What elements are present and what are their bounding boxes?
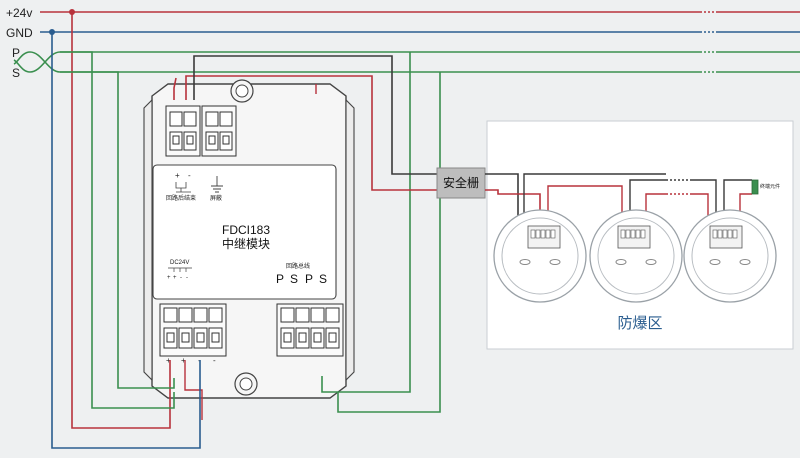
module-model: FDCI183 [222, 223, 270, 237]
terminal-block-bottom-right [276, 303, 344, 357]
dc-pol-2: + [173, 275, 177, 281]
detector-1 [493, 209, 587, 303]
loop-terminal-p2: P [305, 272, 313, 286]
detector-3 [683, 209, 777, 303]
terminal-block-top-left [165, 105, 201, 157]
bus-label-p: P [12, 46, 20, 60]
monitor-label: 回路后结束 [166, 194, 196, 202]
bus-label-s: S [12, 66, 20, 80]
top-left-polarity-minus: - [188, 171, 191, 180]
loop-label: 回路总线 [286, 262, 310, 270]
top-left-polarity-plus: + [175, 171, 180, 180]
bottom-pol-4: - [213, 356, 216, 365]
safety-barrier [436, 167, 486, 199]
dc-pol-1: + [167, 275, 171, 281]
dc-pol-4: - [186, 275, 188, 281]
module-label-panel [152, 164, 337, 300]
detector-2 [589, 209, 683, 303]
terminal-block-top-mid [201, 105, 237, 157]
bus-label-gnd: GND [6, 26, 33, 40]
bus-label-24v: +24v [6, 6, 32, 20]
dc-label: DC24V [170, 260, 189, 266]
loop-terminal-s1: S [290, 272, 298, 286]
loop-terminal-s2: S [319, 272, 327, 286]
bottom-pol-2: + [181, 356, 186, 365]
terminal-block-bottom-left [159, 303, 227, 357]
module-name: 中继模块 [222, 236, 270, 251]
dc-pol-3: - [180, 275, 182, 281]
ground-icon [211, 176, 223, 193]
resistor-symbol [175, 182, 191, 193]
end-element-label: 终端元件 [760, 183, 780, 190]
hazard-zone-label: 防爆区 [617, 315, 662, 332]
ground-label: 屏蔽 [210, 194, 222, 202]
barrier-label: 安全栅 [443, 175, 479, 190]
bottom-pol-1: + [166, 356, 171, 365]
end-element [751, 179, 759, 195]
loop-terminal-p1: P [276, 272, 284, 286]
